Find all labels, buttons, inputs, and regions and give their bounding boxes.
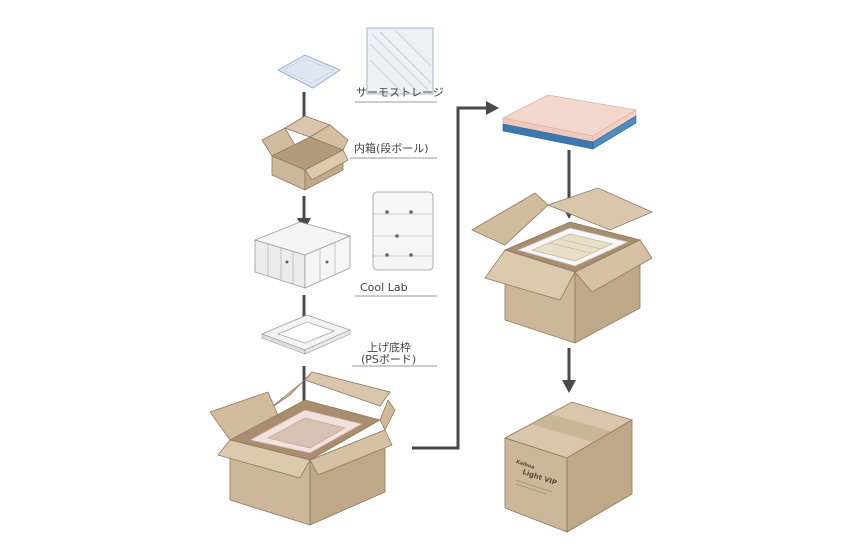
outer-box-open-left: [209, 371, 396, 526]
sealed-box: [503, 401, 633, 533]
arrow-down-right-2: [562, 348, 576, 393]
inner-cardboard-box: [261, 115, 349, 191]
cool-lab-single-panel: [372, 191, 434, 271]
outer-box-open-right: [471, 187, 653, 344]
label-bottom-frame-line1: 上げ底枠: [367, 341, 411, 354]
thermo-storage-sheet-flat: [366, 27, 434, 95]
connector-arrow: [412, 101, 499, 450]
thermo-storage-sheet-small: [276, 54, 342, 89]
bottom-frame-ps-board: [260, 314, 352, 355]
label-cool-lab: Cool Lab: [360, 281, 408, 294]
label-inner-box: 内箱(段ボール): [354, 142, 429, 155]
cool-lab-panel-set: [253, 221, 352, 289]
label-bottom-frame-line2: (PSボード): [361, 353, 417, 366]
label-thermo-storage: サーモストレージ: [356, 86, 444, 99]
vip-lid-panel: [501, 94, 638, 150]
